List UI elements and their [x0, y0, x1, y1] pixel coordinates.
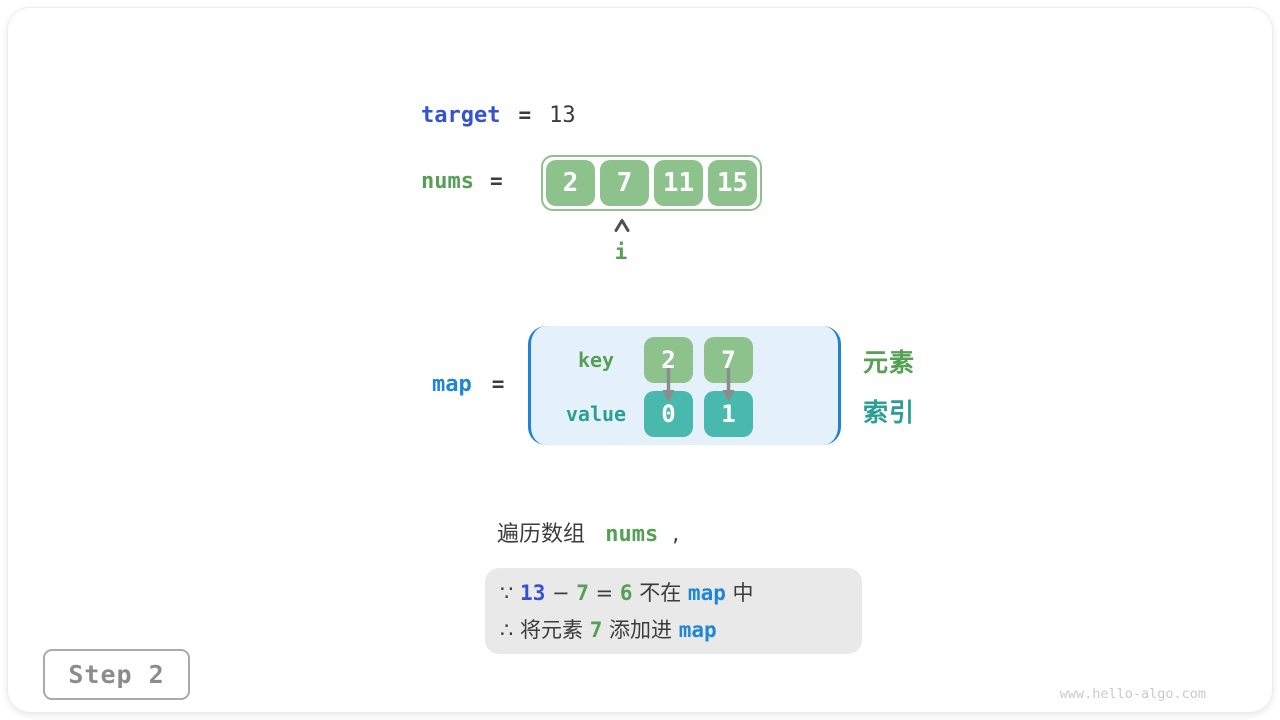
note-part: 中 — [725, 581, 754, 605]
step-badge-label: Step 2 — [68, 660, 165, 689]
caption-text: 遍历数组 nums , — [497, 522, 680, 547]
index-pointer-label: i — [614, 240, 628, 264]
caption-part: nums — [592, 522, 659, 547]
target-assignment: target = 13 — [421, 105, 576, 127]
note-line-1: ∵ 13 − 7 = 6 不在 map 中 — [500, 575, 862, 612]
target-equals-sign: = — [518, 103, 532, 127]
index-pointer-caret-icon — [614, 219, 630, 232]
nums-assignment: nums = — [421, 171, 503, 193]
note-part: 7 — [589, 618, 603, 642]
legend-index-label: 索引 — [863, 398, 916, 427]
note-box: ∵ 13 − 7 = 6 不在 map 中 ∴ 将元素 7 添加进 map — [485, 568, 862, 654]
target-value: 13 — [549, 103, 576, 128]
map-value-cell: 0 — [644, 391, 693, 437]
note-part: map — [687, 581, 726, 605]
note-part: ∴ 将元素 — [500, 618, 590, 642]
map-key-row-label: key — [577, 348, 615, 372]
map-value-row-label: value — [565, 402, 627, 426]
note-part: 13 — [520, 581, 546, 605]
nums-array-cell: 15 — [708, 160, 757, 206]
nums-array-cell: 11 — [654, 160, 703, 206]
caption-part: 遍历数组 — [497, 522, 592, 547]
note-part: 7 — [576, 581, 589, 605]
legend-element-label: 元素 — [863, 348, 916, 377]
note-part: = — [588, 581, 620, 605]
map-var-name: map — [432, 372, 472, 397]
note-part: − — [545, 581, 577, 605]
nums-array-cell: 2 — [546, 160, 595, 206]
key-to-value-arrow-icons — [662, 368, 735, 402]
note-part: map — [678, 618, 717, 642]
step-badge: Step 2 — [43, 649, 190, 700]
note-part: 6 — [619, 581, 633, 605]
note-line-2: ∴ 将元素 7 添加进 map — [500, 612, 862, 649]
note-part: 添加进 — [602, 618, 679, 642]
nums-var-name: nums — [421, 169, 474, 194]
nums-equals-sign: = — [489, 169, 503, 193]
note-part: ∵ — [500, 581, 521, 605]
map-equals-sign: = — [491, 372, 505, 396]
nums-array-cell: 7 — [600, 160, 649, 206]
note-part: 不在 — [632, 581, 688, 605]
map-assignment: map = — [432, 374, 504, 396]
caption-part: , — [658, 522, 680, 547]
watermark-url: www.hello-algo.com — [1059, 686, 1206, 702]
target-var-name: target — [421, 103, 501, 128]
map-value-cell: 1 — [704, 391, 753, 437]
